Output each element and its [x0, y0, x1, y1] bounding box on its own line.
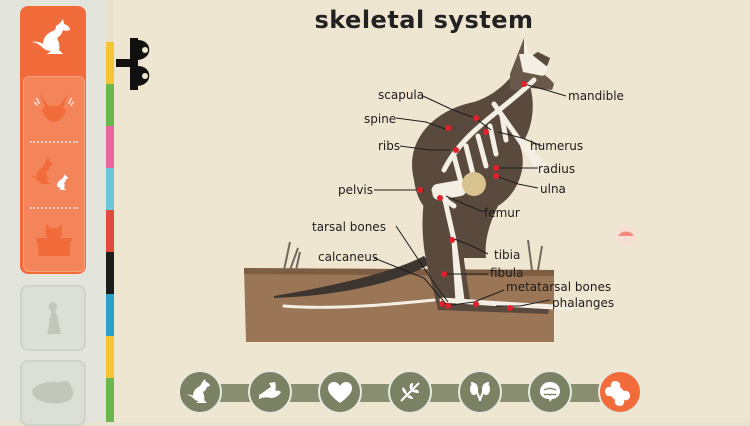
bone-icon	[605, 381, 630, 406]
label-metatarsal-bones[interactable]: metatarsal bones	[506, 280, 612, 294]
brain-icon	[540, 382, 560, 402]
topic-family-card[interactable]	[24, 143, 84, 205]
divider	[30, 141, 78, 143]
animal-topics	[23, 76, 85, 272]
label-radius[interactable]: radius	[538, 162, 576, 176]
label-spine[interactable]: spine	[364, 112, 397, 126]
animal-card-meerkat-locked[interactable]	[20, 285, 86, 351]
kangaroo-icon	[31, 19, 70, 54]
label-scapula[interactable]: scapula	[378, 88, 425, 102]
meerkat-icon	[47, 302, 61, 334]
label-phalanges[interactable]: phalanges	[552, 296, 615, 310]
nav-respiratory-button[interactable]	[388, 370, 432, 414]
food-bowl-icon	[36, 224, 72, 256]
selected-animal-group	[20, 6, 86, 274]
kangaroo-family-icon	[32, 157, 68, 190]
label-fibula[interactable]: fibula	[490, 266, 524, 280]
topic-food-card[interactable]	[24, 209, 84, 271]
heart-icon	[328, 382, 352, 403]
kangaroo-body-icon	[186, 379, 210, 403]
label-mandible[interactable]: mandible	[568, 89, 624, 103]
animal-card-sloth-locked[interactable]	[20, 360, 86, 426]
label-ulna[interactable]: ulna	[540, 182, 566, 196]
color-strip	[106, 0, 114, 422]
label-calcaneus[interactable]: calcaneus	[318, 250, 379, 264]
label-pelvis[interactable]: pelvis	[338, 183, 374, 197]
nav-muscles-button[interactable]	[248, 370, 292, 414]
kangaroo-skeleton-illustration	[244, 38, 636, 342]
body-system-nav	[178, 368, 648, 418]
animal-card-kangaroo[interactable]	[23, 9, 83, 71]
label-tibia[interactable]: tibia	[494, 248, 521, 262]
main-content: skeletal system	[114, 0, 750, 422]
digestive-icon	[470, 382, 490, 402]
nav-heart-button[interactable]	[318, 370, 362, 414]
nav-body-button[interactable]	[178, 370, 222, 414]
windup-key-icon[interactable]	[116, 32, 160, 96]
sidebar	[0, 0, 106, 426]
topic-ears-card[interactable]	[24, 77, 84, 139]
divider	[30, 207, 78, 209]
label-femur[interactable]: femur	[484, 206, 520, 220]
label-humerus[interactable]: humerus	[530, 139, 584, 153]
lungs-branch-icon	[400, 382, 420, 402]
kangaroo-ears-icon	[33, 94, 75, 122]
label-tarsal-bones[interactable]: tarsal bones	[312, 220, 386, 234]
nav-digestive-button[interactable]	[458, 370, 502, 414]
nav-brain-button[interactable]	[528, 370, 572, 414]
label-ribs[interactable]: ribs	[378, 139, 401, 153]
nav-skeleton-button[interactable]	[598, 370, 642, 414]
sloth-icon	[32, 381, 74, 404]
muscle-icon	[259, 382, 281, 399]
page-title: skeletal system	[314, 6, 534, 34]
